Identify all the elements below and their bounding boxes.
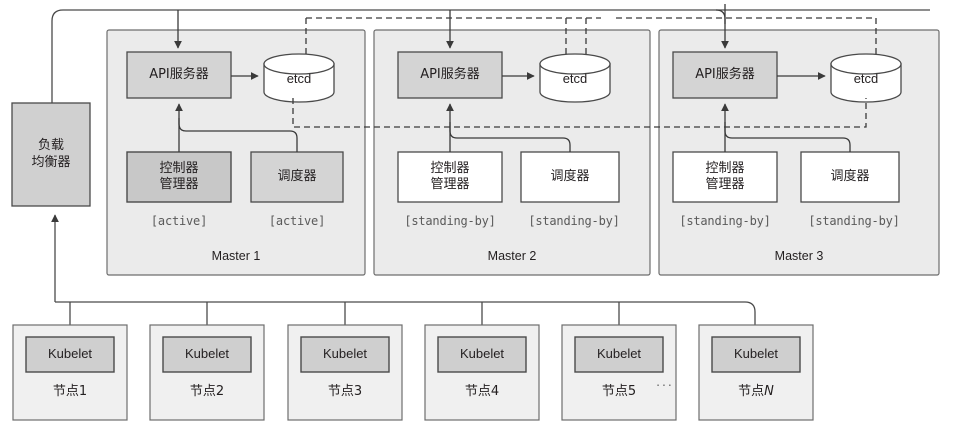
etcd-cylinder-2[interactable] <box>539 53 611 103</box>
kubelet-box-3[interactable] <box>300 336 390 373</box>
etcd-cylinder-3[interactable] <box>830 53 902 103</box>
node-bus-line <box>55 301 756 325</box>
kubelet-box-5[interactable] <box>574 336 664 373</box>
controller-manager-box-2[interactable] <box>397 151 503 203</box>
etcd-dashed-lower-bus <box>292 98 867 128</box>
api-server-box-3[interactable] <box>672 51 778 99</box>
scheduler-box-3[interactable] <box>800 151 900 203</box>
kubelet-box-4[interactable] <box>437 336 527 373</box>
lb-top-connector <box>51 9 930 103</box>
kubelet-box-2[interactable] <box>162 336 252 373</box>
kubelet-box-1[interactable] <box>25 336 115 373</box>
top-bus-to-master3-branch <box>715 9 726 24</box>
scheduler-2-to-api-server-2-connector <box>449 122 571 152</box>
scheduler-box-1[interactable] <box>250 151 344 203</box>
scheduler-3-to-api-server-3-connector <box>724 122 851 152</box>
api-server-box-1[interactable] <box>126 51 232 99</box>
controller-manager-box-3[interactable] <box>672 151 778 203</box>
api-server-box-2[interactable] <box>397 51 503 99</box>
kubelet-box-6[interactable] <box>711 336 801 373</box>
controller-manager-box-1[interactable] <box>126 151 232 203</box>
scheduler-box-2[interactable] <box>520 151 620 203</box>
scheduler-1-to-api-server-1-connector <box>178 118 298 152</box>
load-balancer-box[interactable] <box>11 102 91 207</box>
etcd-cylinder-1[interactable] <box>263 53 335 103</box>
